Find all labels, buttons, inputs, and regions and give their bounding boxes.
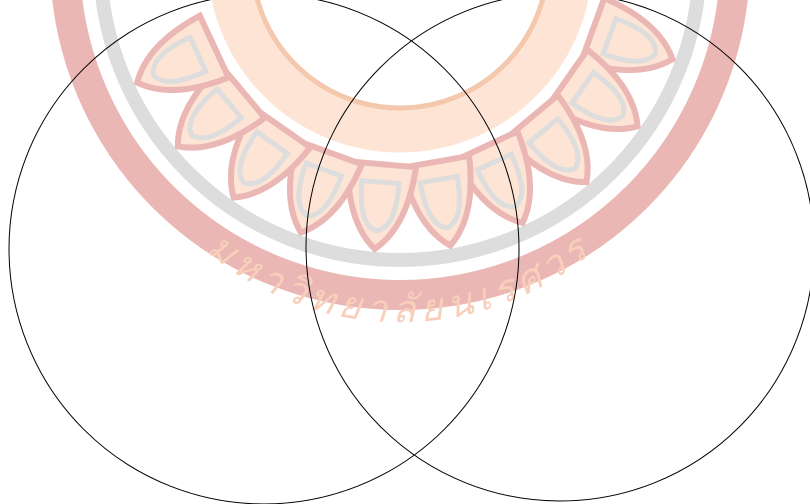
seal-text: มหาวิทยาลัยนเรศวร bbox=[200, 223, 600, 331]
